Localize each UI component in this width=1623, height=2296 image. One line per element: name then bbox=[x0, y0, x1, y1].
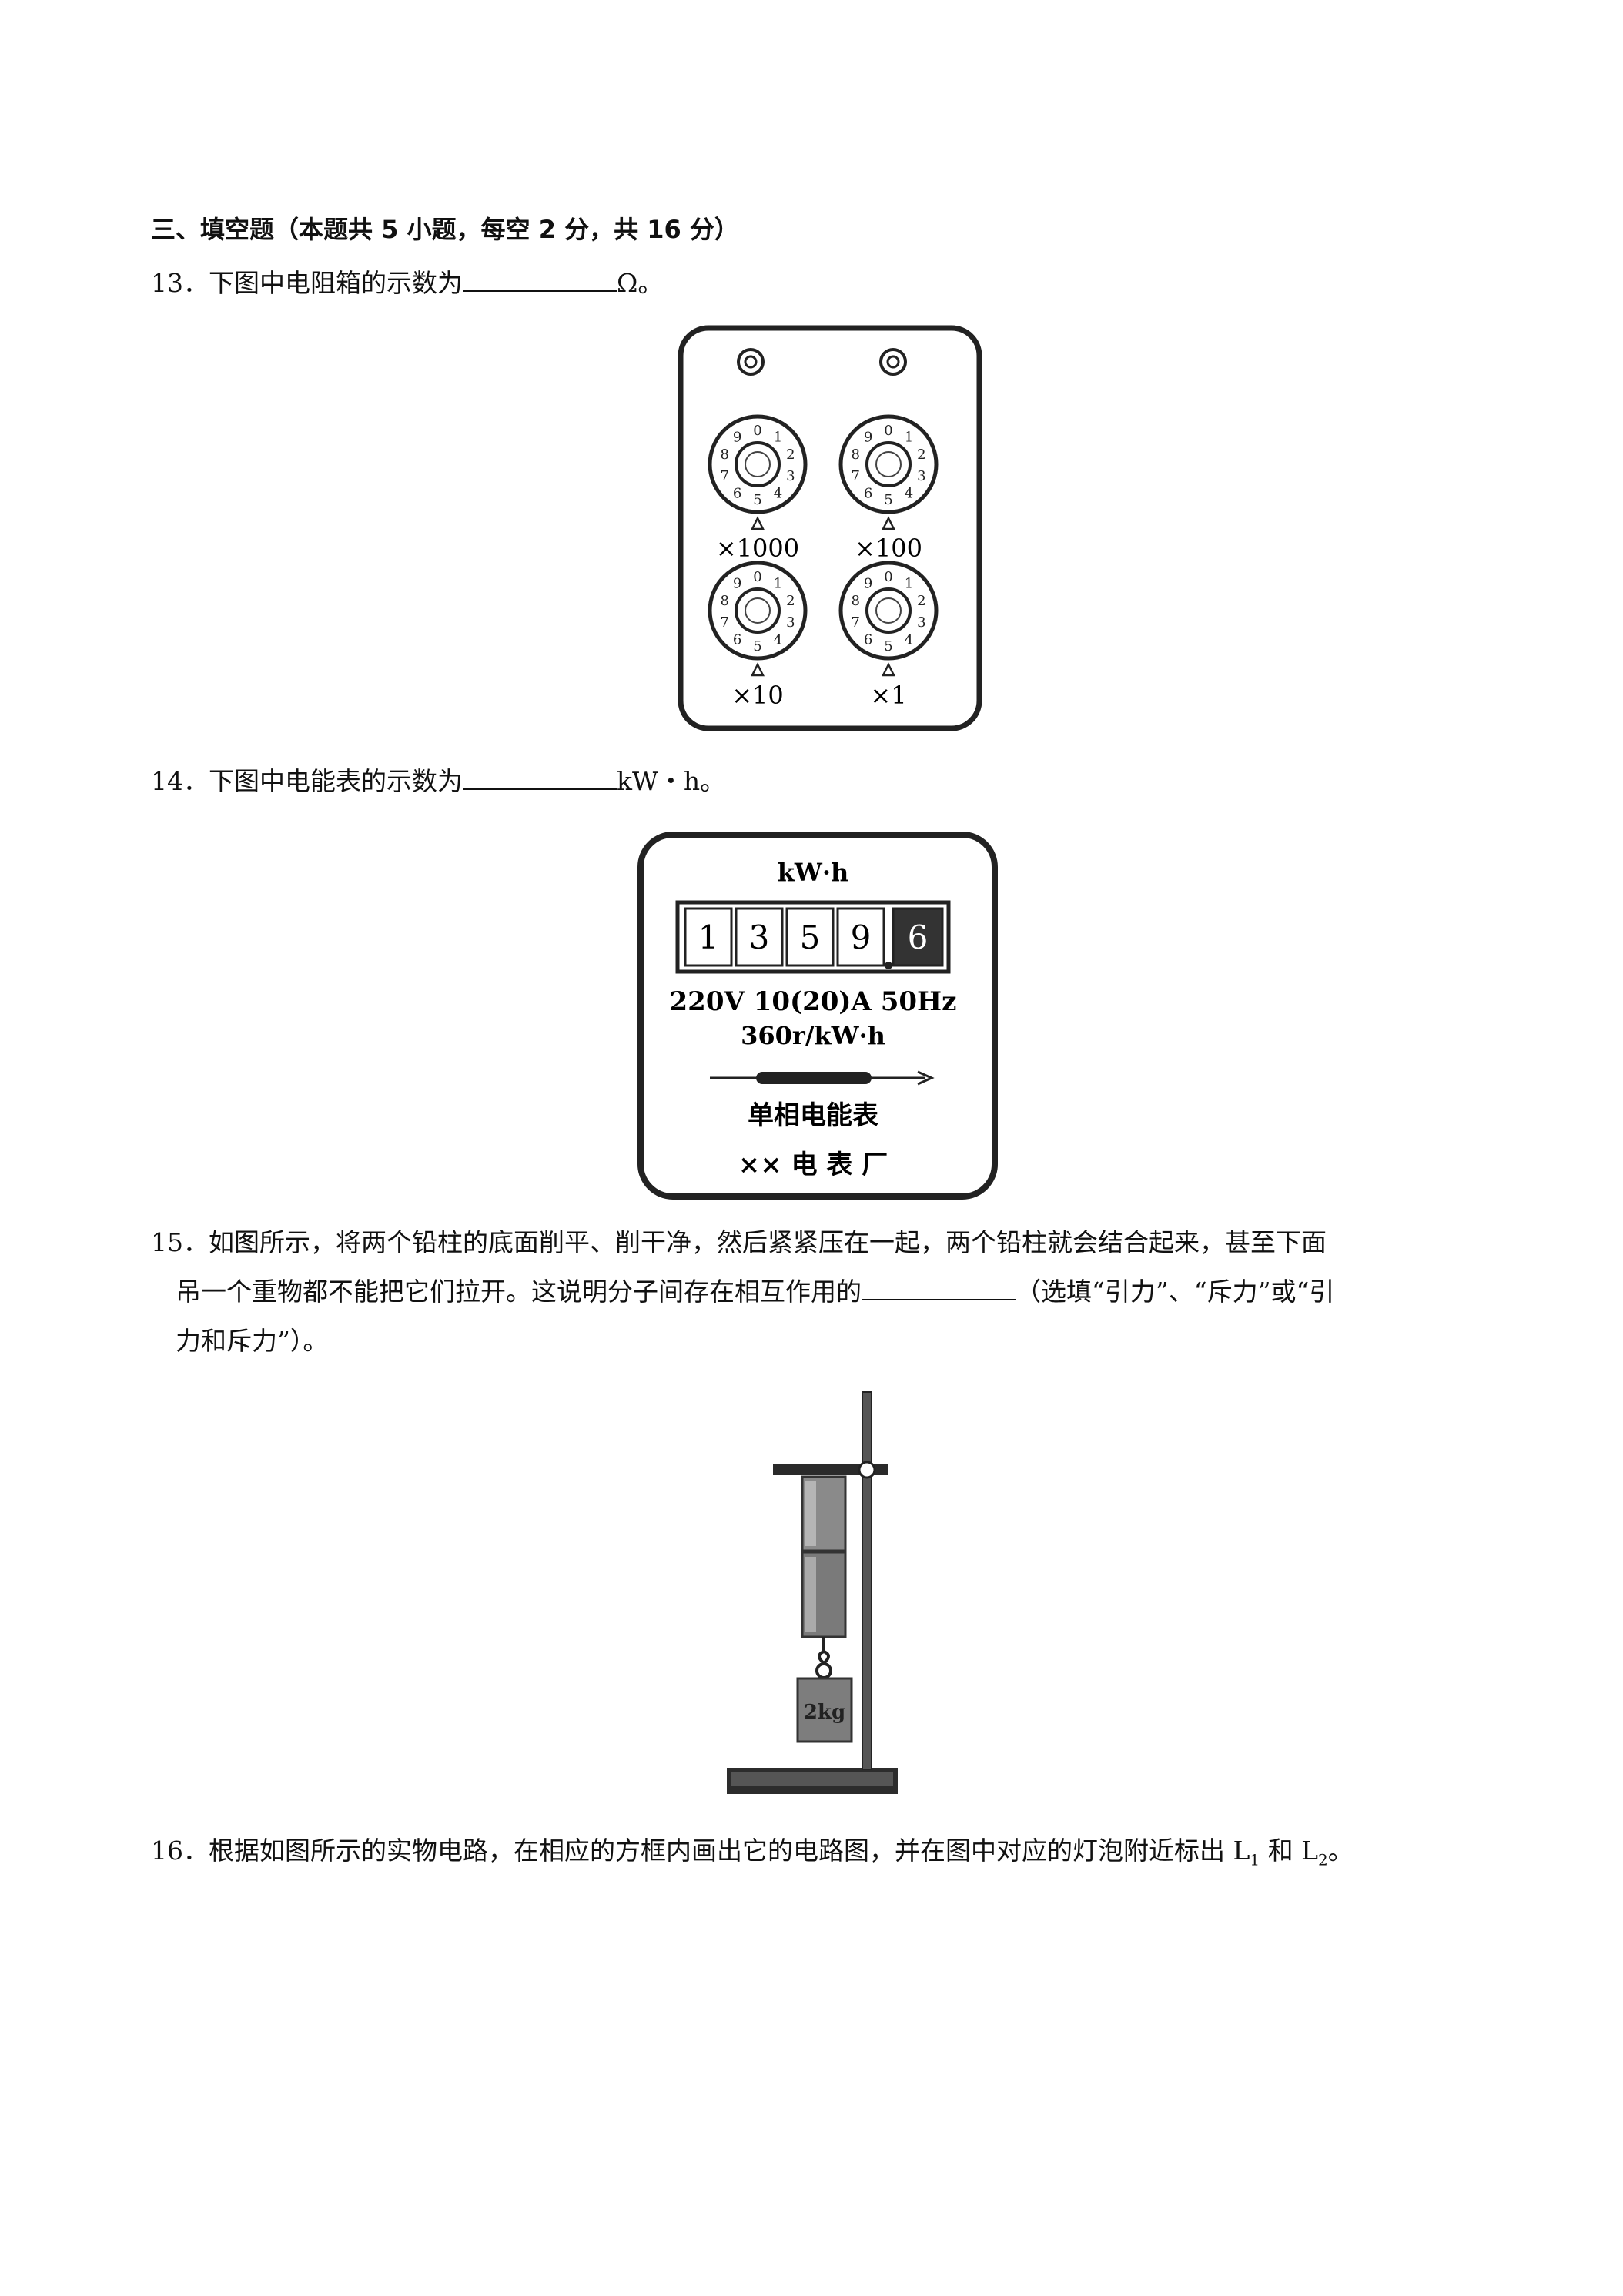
dial-mark: 1 bbox=[905, 576, 913, 592]
dial-mark: 1 bbox=[905, 430, 913, 446]
dial-mark: 5 bbox=[753, 492, 761, 508]
dial-mark: 4 bbox=[774, 631, 782, 648]
q14-unit: kW・h。 bbox=[617, 766, 726, 796]
dial-mark: 6 bbox=[864, 631, 872, 648]
q16-sub2: 2 bbox=[1318, 1850, 1328, 1869]
q13-text: 下图中电阻箱的示数为 bbox=[209, 268, 463, 298]
dial-mark: 1 bbox=[774, 430, 782, 446]
meter-maker: ×× 电 表 厂 bbox=[738, 1150, 888, 1180]
dial-mark: 8 bbox=[720, 593, 728, 609]
question-14: 14．下图中电能表的示数为 kW・h。 bbox=[151, 765, 725, 798]
dial-mark: 2 bbox=[917, 447, 925, 463]
meter-digit-3: 5 bbox=[800, 919, 821, 956]
meter-rating: 220V 10(20)A 50Hz bbox=[670, 986, 957, 1017]
dial-mark: 3 bbox=[917, 614, 925, 631]
dial-mark: 1 bbox=[774, 576, 782, 592]
dial-mark: 3 bbox=[786, 468, 795, 484]
dial-label-x10: ×10 bbox=[731, 681, 784, 710]
q15-text-line1: 如图所示，将两个铅柱的底面削平、削干净，然后紧紧压在一起，两个铅柱就会结合起来，… bbox=[209, 1227, 1327, 1257]
dial-label-x1: ×1 bbox=[870, 681, 906, 710]
dial-mark: 6 bbox=[733, 631, 741, 648]
dial-mark: 5 bbox=[884, 638, 892, 654]
weight-block bbox=[796, 1677, 853, 1743]
q15-text-line2-after: （选填“引力”、“斥力”或“引 bbox=[1016, 1277, 1335, 1307]
energy-meter-figure: kW·h 1 3 5 9 6 220V 10(20)A 50Hz 360r/kW… bbox=[637, 832, 998, 1200]
dial-mark: 3 bbox=[786, 614, 795, 631]
weight-label: 2kg bbox=[804, 1701, 845, 1724]
dial-mark: 9 bbox=[733, 576, 741, 592]
q16-mid: 和 L bbox=[1260, 1836, 1319, 1866]
terminal-left-icon bbox=[737, 348, 765, 376]
dial-mark: 7 bbox=[851, 468, 859, 484]
dial-mark: 2 bbox=[917, 593, 925, 609]
dial-mark: 9 bbox=[733, 430, 741, 446]
terminal-right-icon bbox=[879, 348, 907, 376]
question-15-line1: 15．如图所示，将两个铅柱的底面削平、削干净，然后紧紧压在一起，两个铅柱就会结合… bbox=[151, 1226, 1327, 1260]
dial-mark: 0 bbox=[753, 569, 761, 585]
dial-label-x1000: ×1000 bbox=[716, 534, 799, 563]
meter-digit-2: 3 bbox=[749, 919, 770, 956]
q13-unit: Ω。 bbox=[617, 268, 664, 298]
q16-text: 根据如图所示的实物电路，在相应的方框内画出它的电路图，并在图中对应的灯泡附近标出… bbox=[209, 1836, 1250, 1866]
dial-mark: 9 bbox=[864, 576, 872, 592]
meter-digits: 1 3 5 9 6 bbox=[684, 907, 944, 969]
meter-digit-1: 1 bbox=[698, 919, 719, 956]
dial-mark: 3 bbox=[917, 468, 925, 484]
q14-answer-blank[interactable] bbox=[463, 765, 617, 790]
dial-mark: 2 bbox=[786, 447, 795, 463]
q16-sub1: 1 bbox=[1250, 1850, 1260, 1869]
q15-text-line2: 吊一个重物都不能把它们拉开。这说明分子间存在相互作用的 bbox=[176, 1277, 862, 1307]
question-13: 13．下图中电阻箱的示数为 Ω。 bbox=[151, 266, 663, 300]
dial-mark: 6 bbox=[864, 485, 872, 501]
q15-number: 15． bbox=[151, 1227, 209, 1257]
meter-revolutions: 360r/kW·h bbox=[741, 1021, 885, 1050]
q13-number: 13． bbox=[151, 268, 209, 298]
dial-mark: 5 bbox=[753, 638, 761, 654]
q15-text-line3: 力和斥力”）。 bbox=[176, 1326, 329, 1356]
q13-answer-blank[interactable] bbox=[463, 267, 617, 292]
dial-mark: 0 bbox=[884, 423, 892, 439]
dial-mark: 7 bbox=[720, 468, 728, 484]
dial-mark: 4 bbox=[774, 485, 782, 501]
dial-mark: 8 bbox=[851, 593, 859, 609]
dial-mark: 7 bbox=[851, 614, 859, 631]
meter-unit-label: kW·h bbox=[778, 858, 849, 887]
dial-mark: 0 bbox=[884, 569, 892, 585]
dial-mark: 8 bbox=[851, 447, 859, 463]
dial-label-x100: ×100 bbox=[855, 534, 922, 563]
question-16: 16．根据如图所示的实物电路，在相应的方框内画出它的电路图，并在图中对应的灯泡附… bbox=[151, 1834, 1354, 1877]
dial-mark: 9 bbox=[864, 430, 872, 446]
dial-mark: 8 bbox=[720, 447, 728, 463]
dial-mark: 0 bbox=[753, 423, 761, 439]
meter-name: 单相电能表 bbox=[748, 1100, 878, 1131]
q14-text: 下图中电能表的示数为 bbox=[209, 766, 463, 796]
dial-mark: 4 bbox=[905, 485, 913, 501]
meter-digit-4: 9 bbox=[851, 919, 872, 956]
dial-mark: 6 bbox=[733, 485, 741, 501]
section-title: 三、填空题（本题共 5 小题，每空 2 分，共 16 分） bbox=[151, 215, 739, 244]
q14-number: 14． bbox=[151, 766, 209, 796]
q16-number: 16． bbox=[151, 1836, 209, 1866]
dial-mark: 7 bbox=[720, 614, 728, 631]
dial-mark: 2 bbox=[786, 593, 795, 609]
dial-mark: 5 bbox=[884, 492, 892, 508]
q15-answer-blank[interactable] bbox=[862, 1276, 1016, 1300]
question-15-line2: 吊一个重物都不能把它们拉开。这说明分子间存在相互作用的 （选填“引力”、“斥力”或… bbox=[176, 1275, 1334, 1309]
meter-digit-5: 6 bbox=[908, 919, 929, 956]
dial-mark: 4 bbox=[905, 631, 913, 648]
hook-icon bbox=[818, 1637, 830, 1665]
question-15-line3: 力和斥力”）。 bbox=[176, 1324, 328, 1358]
rotating-disc-arrow-icon bbox=[710, 1070, 935, 1086]
lead-cylinders-figure: 2kg bbox=[727, 1391, 898, 1794]
q16-end: 。 bbox=[1327, 1836, 1354, 1866]
stand-pole bbox=[862, 1391, 872, 1770]
